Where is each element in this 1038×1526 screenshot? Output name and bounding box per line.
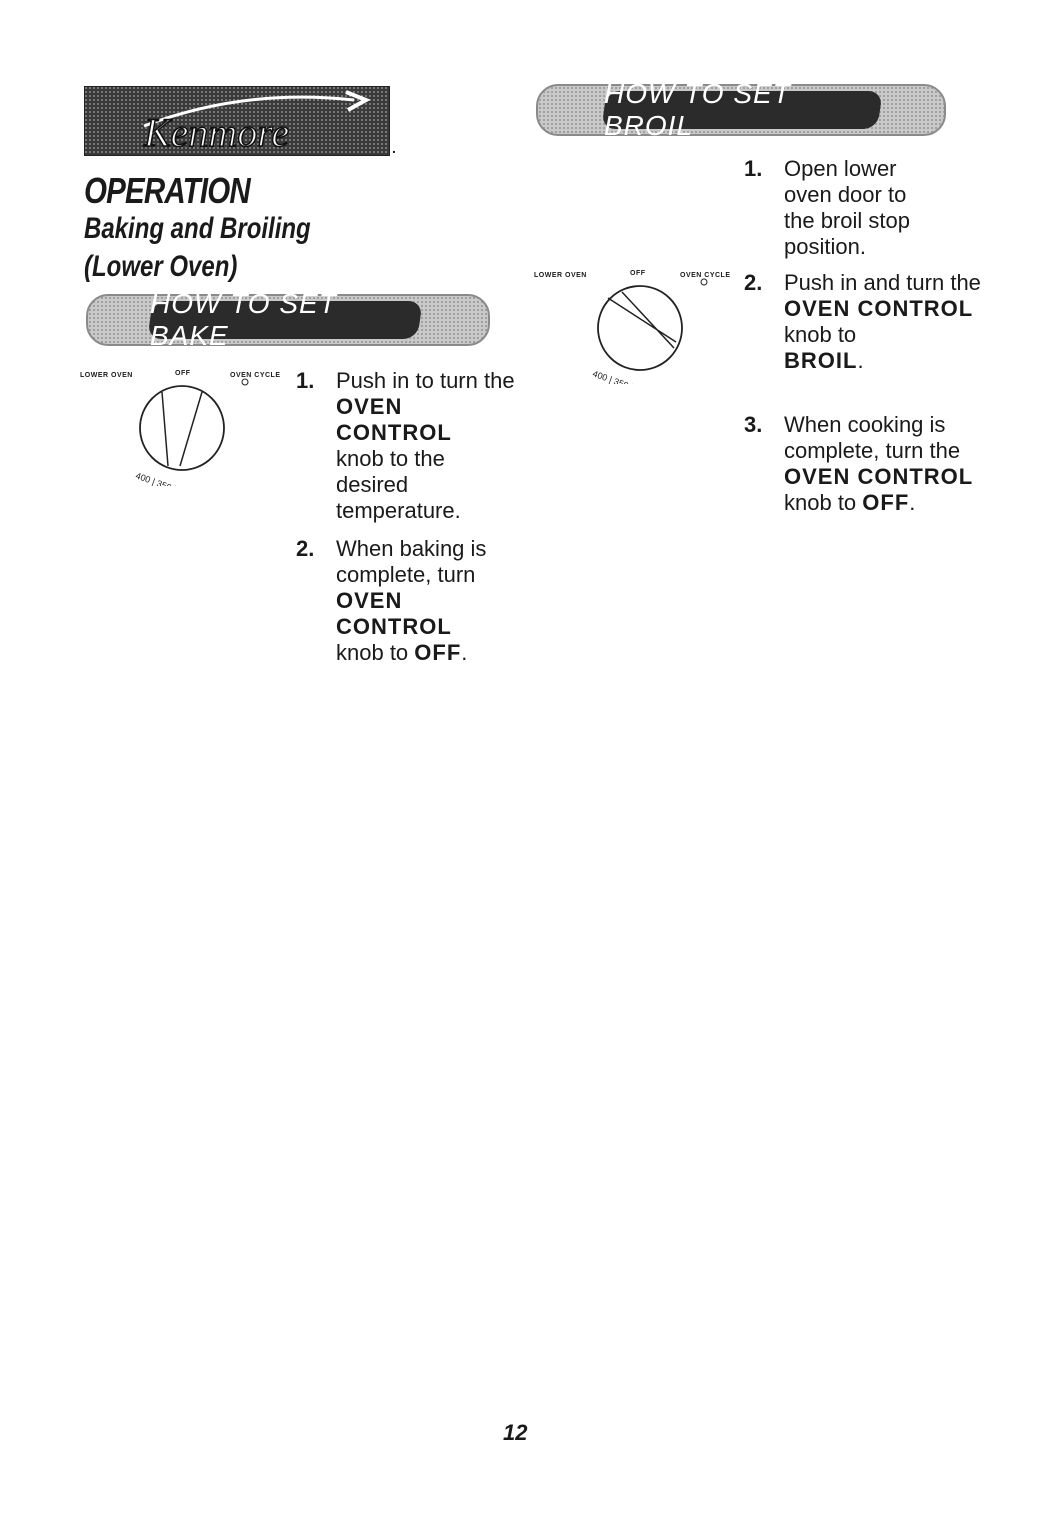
broil-dial-label-off: OFF (630, 270, 646, 277)
page-subtitle-line2: (Lower Oven) (84, 250, 238, 283)
broil-dial-icon: 400 | 350 | 300 | 250 (591, 278, 708, 384)
bake-banner: HOW TO SET BAKE (86, 288, 490, 351)
broil-dial-diagram: LOWER OVEN OFF OVEN CYCLE 400 | 350 | 30… (534, 264, 734, 384)
broil-dial-label-oven-cycle: OVEN CYCLE (680, 272, 731, 279)
logo-wordmark: Kenmore (143, 110, 289, 155)
svg-text:400 | 350 | 300 | 250: 400 | 350 | 300 | 250 (134, 470, 215, 486)
broil-banner-label: HOW TO SET BROIL (604, 78, 791, 141)
bake-step-2: 2. When baking is complete, turn OVEN CO… (296, 536, 487, 665)
kenmore-logo: Kenmore (83, 85, 391, 157)
broil-dial-label-lower-oven: LOWER OVEN (534, 272, 587, 279)
bake-dial-icon: 400 | 350 | 300 | 250 (134, 378, 249, 486)
page-subtitle-line1: Baking and Broiling (84, 212, 311, 245)
broil-step-3: 3. When cooking is complete, turn the OV… (744, 412, 974, 515)
broil-step-2: 2. Push in and turn the OVEN CONTROL kno… (744, 270, 981, 373)
broil-banner: HOW TO SET BROIL (536, 78, 946, 141)
page-number: 12 (503, 1420, 528, 1445)
bake-dial-diagram: LOWER OVEN OFF OVEN CYCLE 400 | 350 | 30… (80, 366, 280, 486)
broil-step-1: 1. Open lower oven door to the broil sto… (744, 156, 910, 259)
bake-dial-label-oven-cycle: OVEN CYCLE (230, 372, 281, 379)
bake-step-1: 1. Push in to turn the OVEN CONTROL knob… (296, 368, 515, 523)
logo-registered-mark: . (392, 140, 396, 156)
bake-banner-label: HOW TO SET BAKE (150, 288, 337, 351)
bake-dial-label-off: OFF (175, 370, 191, 377)
page-title: OPERATION (84, 170, 251, 211)
svg-text:400 | 350 | 300 | 250: 400 | 350 | 300 | 250 (591, 368, 672, 384)
bake-dial-label-lower-oven: LOWER OVEN (80, 372, 133, 379)
